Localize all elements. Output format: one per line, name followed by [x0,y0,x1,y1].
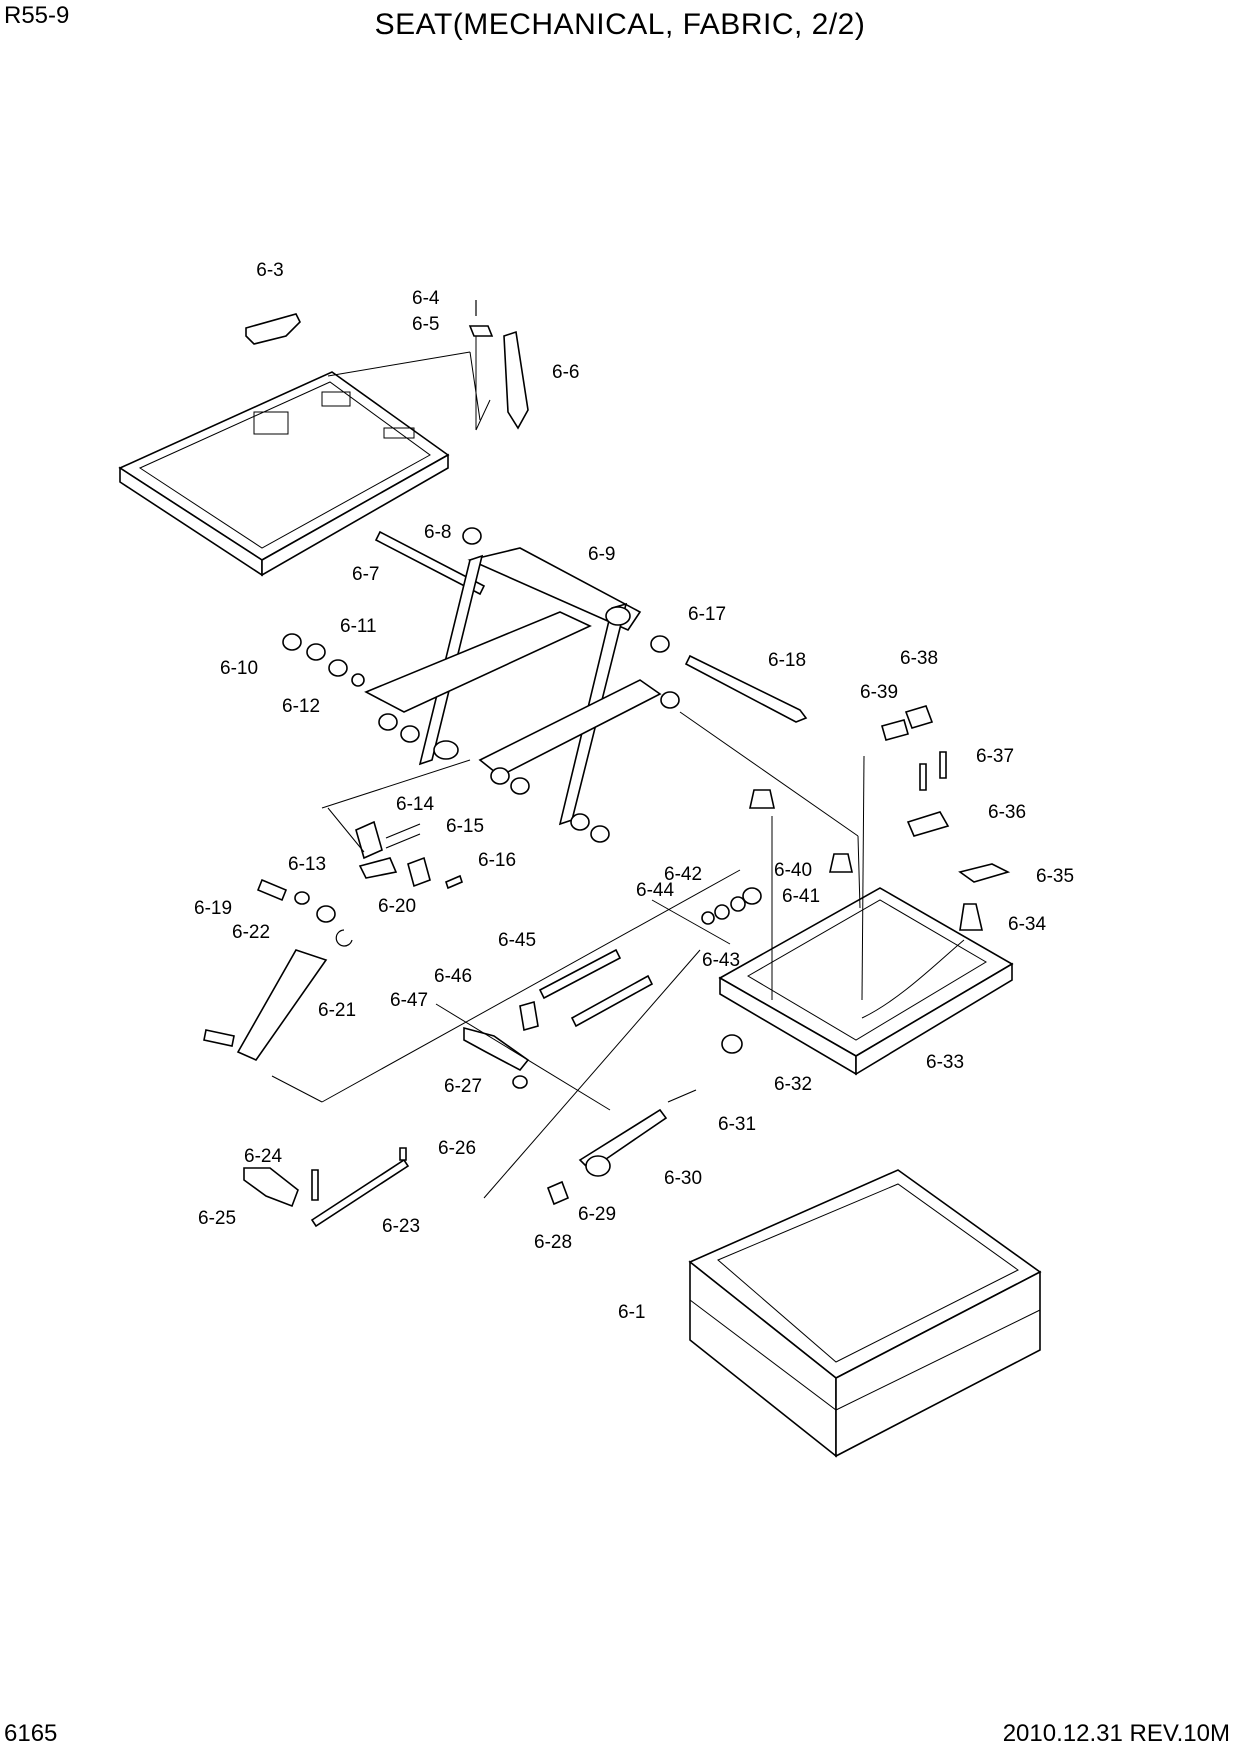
label-6-25: 6-25 [198,1208,236,1229]
part-6-46-spring-anchor [519,1000,539,1032]
label-6-29: 6-29 [578,1204,616,1225]
part-6-14-plate [355,820,383,860]
bushings-6-10-6-12 [282,527,680,843]
part-6-15-springs [385,823,421,849]
part-6-45-spring-upper [538,948,622,1000]
part-6-29-roller [585,1155,611,1177]
label-6-12: 6-12 [282,696,320,717]
leader-lines [271,351,865,1199]
label-6-9: 6-9 [588,544,615,565]
label-6-22: 6-22 [232,922,270,943]
label-6-37: 6-37 [976,746,1014,767]
part-6-40-cone [749,789,775,809]
part-6-22-washer [294,891,310,905]
part-6-25-handle [243,1167,299,1208]
part-6-44-washer [701,911,715,925]
label-6-47: 6-47 [390,990,428,1011]
page-number: 6165 [4,1720,58,1747]
label-6-36: 6-36 [988,802,1026,823]
part-6-36-bracket [906,811,950,837]
part-6-24-pin [311,1169,319,1201]
label-6-16: 6-16 [478,850,516,871]
label-6-1: 6-1 [618,1302,645,1323]
part-6-47-lever [463,1026,530,1072]
label-6-26: 6-26 [438,1138,476,1159]
part-6-35-pad [958,863,1011,883]
part-6-41-washer [742,887,762,905]
label-6-40: 6-40 [774,860,812,881]
part-6-15-block [407,856,431,888]
page-title: SEAT(MECHANICAL, FABRIC, 2/2) [374,8,866,41]
label-6-24: 6-24 [244,1146,282,1167]
label-6-32: 6-32 [774,1074,812,1095]
part-6-18-shaft [684,654,808,723]
label-6-13: 6-13 [288,854,326,875]
label-6-38: 6-38 [900,648,938,669]
label-6-6: 6-6 [552,362,579,383]
label-6-23: 6-23 [382,1216,420,1237]
label-6-11: 6-11 [340,616,377,637]
label-6-28: 6-28 [534,1232,572,1253]
part-6-16-pin [445,874,463,890]
label-6-15: 6-15 [446,816,484,837]
part-6-5-clip [468,325,494,337]
label-6-8: 6-8 [424,522,451,543]
label-6-5: 6-5 [412,314,439,335]
label-6-42: 6-42 [664,864,702,885]
part-6-31-spring [667,1089,697,1103]
part-6-37-pin-b [939,751,947,779]
part-6-13-bracket [358,857,398,879]
label-6-45: 6-45 [498,930,536,951]
label-6-3: 6-3 [256,260,283,281]
label-6-4: 6-4 [412,288,440,309]
part-6-27-nut [512,1075,528,1089]
part-6-37-pin-a [919,763,927,791]
label-6-30: 6-30 [664,1168,702,1189]
label-6-7: 6-7 [352,564,379,585]
label-6-41: 6-41 [782,886,820,907]
label-6-17: 6-17 [688,604,726,625]
part-6-43-washer [714,904,730,920]
label-6-46: 6-46 [434,966,472,987]
model-code: R55-9 [4,2,70,29]
label-6-14: 6-14 [396,794,434,815]
part-6-28-clip [546,1180,570,1206]
label-6-10: 6-10 [220,658,258,679]
part-6-7-shaft [374,530,486,596]
label-6-44: 6-44 [636,880,674,901]
part-6-40-cone-b [829,853,853,873]
part-6-32-bumper [721,1034,743,1054]
label-6-27: 6-27 [444,1076,482,1097]
label-6-20: 6-20 [378,896,416,917]
label-6-19: 6-19 [194,898,232,919]
part-6-1-cushion [688,1169,1042,1458]
part-6-23-rod [310,1158,410,1228]
label-6-34: 6-34 [1008,914,1046,935]
part-6-21-damper [236,949,328,1061]
part-6-9-scissor-frame [364,547,662,826]
part-6-45-spring-lower [570,974,654,1028]
label-6-43: 6-43 [702,950,740,971]
part-6-6-lever [503,330,529,430]
label-6-18: 6-18 [768,650,806,671]
revision-date: 2010.12.31 REV.10M [1002,1720,1230,1747]
part-6-3-cover [245,313,301,345]
label-6-39: 6-39 [860,682,898,703]
part-6-20-ring [335,929,353,947]
label-6-35: 6-35 [1036,866,1074,887]
part-6-26-pin [399,1147,407,1161]
seat-pan-plate [118,371,450,577]
part-6-42-washer [730,896,746,912]
part-6-39-sleeve [881,719,909,741]
label-6-21: 6-21 [318,1000,356,1021]
part-6-33-base-frame [718,887,1014,1076]
label-6-31: 6-31 [718,1114,756,1135]
part-6-34-cone [959,903,984,931]
label-6-33: 6-33 [926,1052,964,1073]
part-6-19-bolt [256,878,288,902]
part-6-38-latch [904,705,934,729]
